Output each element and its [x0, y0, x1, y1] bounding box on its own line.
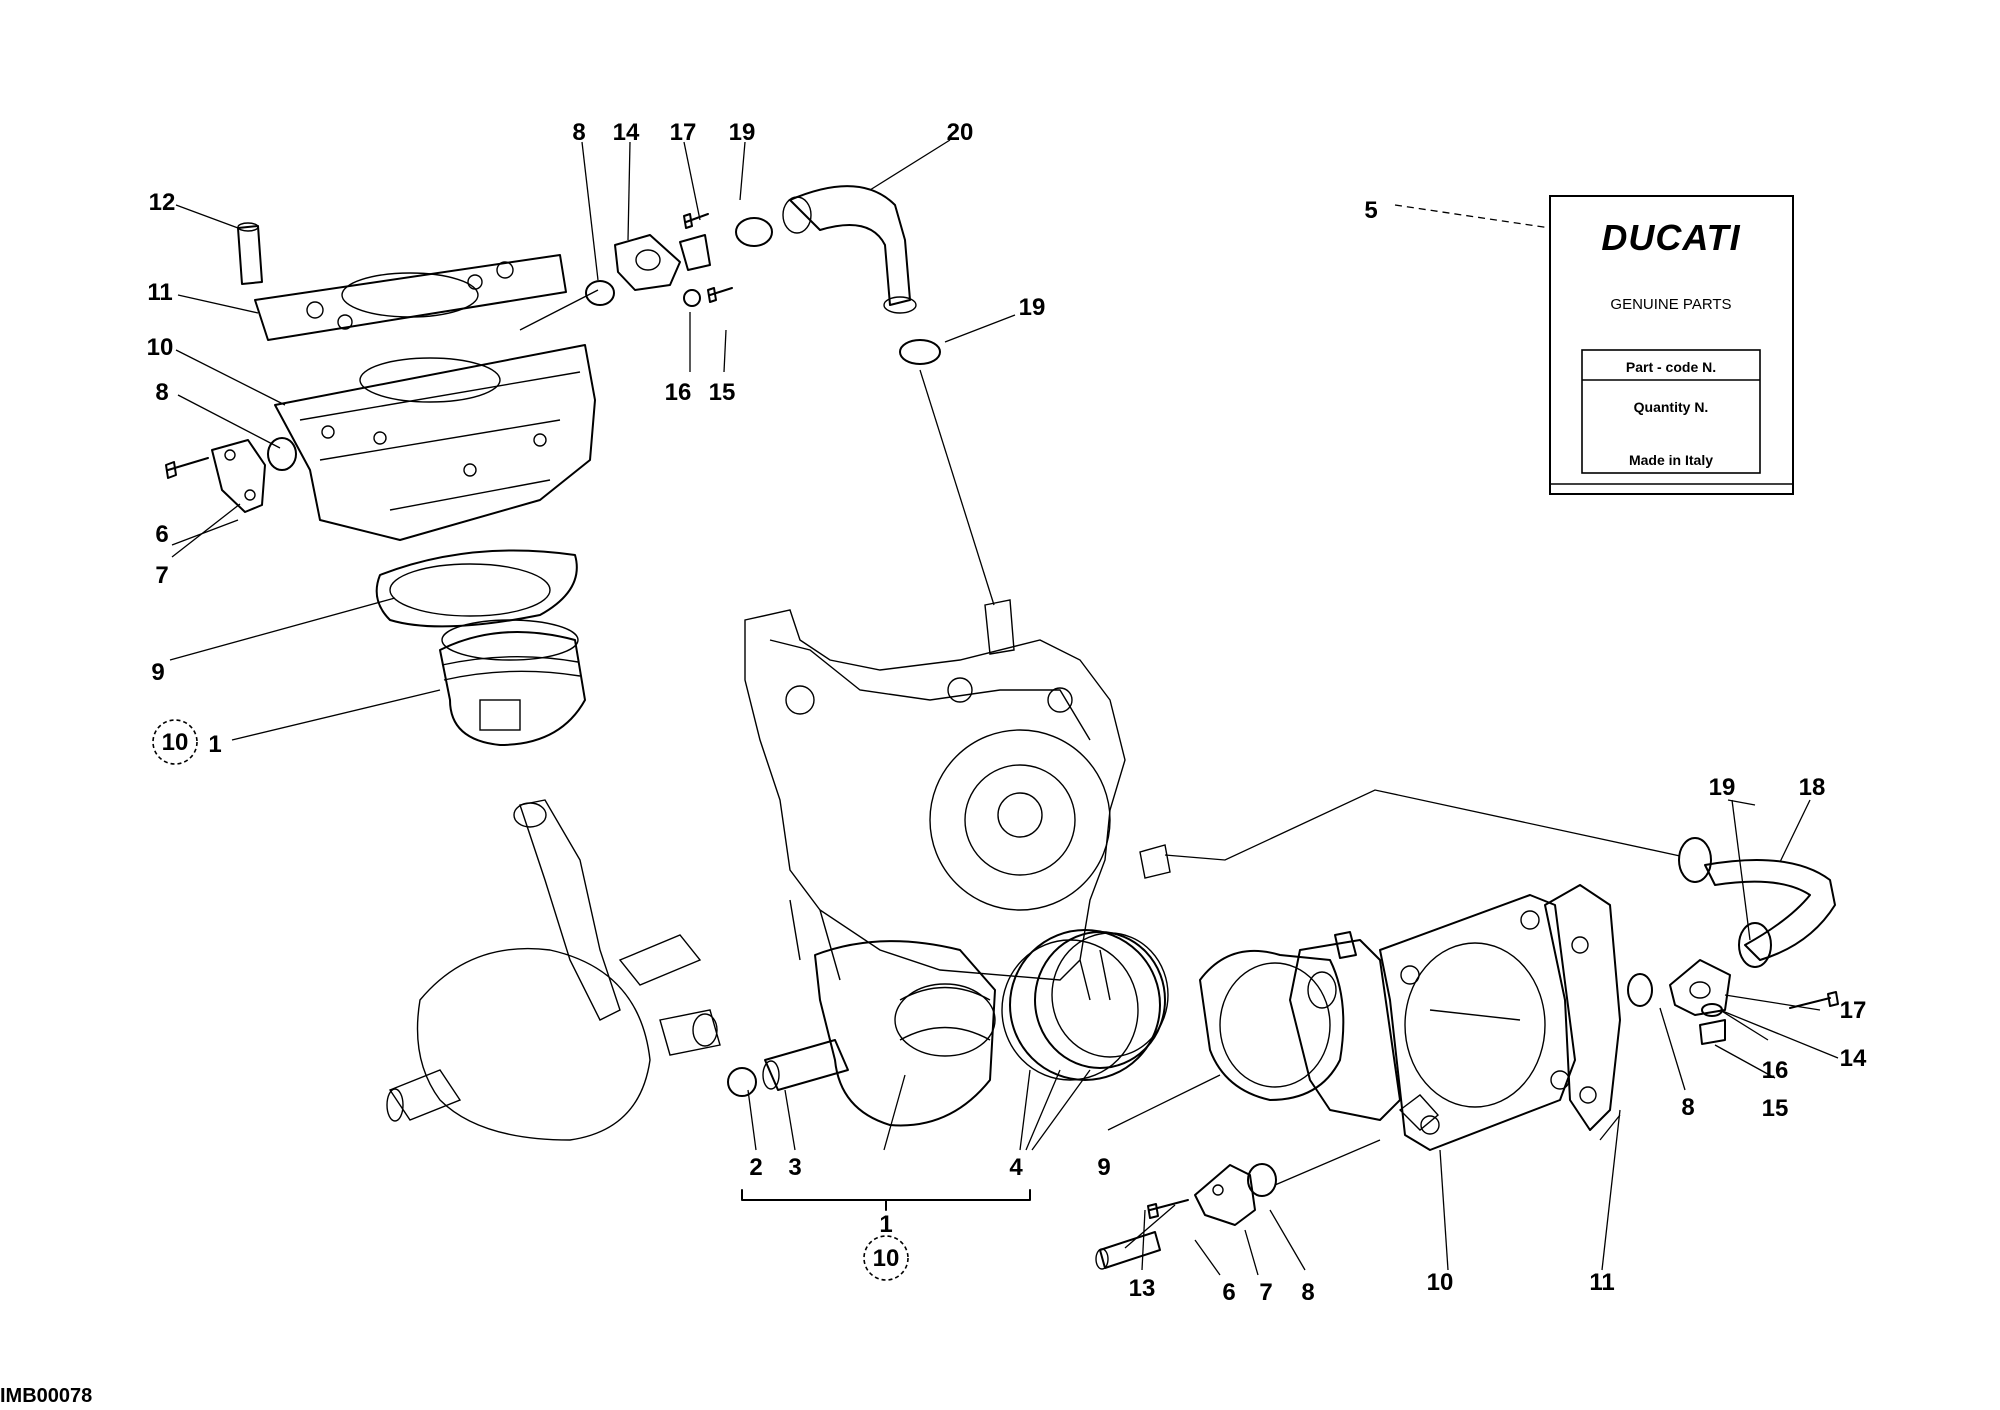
top-fittings-group: [585, 185, 941, 365]
label-10-circled-upper: 10: [162, 729, 189, 756]
label-14-top: 14: [613, 119, 640, 146]
label-19-upper-right: 19: [1019, 294, 1046, 321]
label-17-right: 17: [1840, 997, 1867, 1024]
part-labels: 12 11 10 8 6 7 9 10 1 8 14 17 19 20 19 1…: [147, 119, 1867, 1306]
tag-quantity: Quantity N.: [1634, 399, 1709, 415]
label-16-right: 16: [1762, 1057, 1789, 1084]
tag-origin: Made in Italy: [1629, 452, 1713, 468]
label-3: 3: [788, 1154, 801, 1181]
crankshaft-group: [386, 799, 721, 1141]
tag-part-code: Part - code N.: [1626, 359, 1716, 375]
label-15-top: 15: [709, 379, 736, 406]
label-2: 2: [749, 1154, 762, 1181]
bottom-piston-group: [727, 929, 1169, 1127]
label-18: 18: [1799, 774, 1826, 801]
label-8-right: 8: [1681, 1094, 1694, 1121]
right-cylinder-group: [1095, 837, 1839, 1270]
label-7-upper: 7: [155, 562, 168, 589]
label-11-lower: 11: [1589, 1269, 1614, 1296]
label-19-right: 19: [1709, 774, 1736, 801]
label-16-top: 16: [665, 379, 692, 406]
label-5: 5: [1364, 197, 1377, 224]
label-7-lower: 7: [1259, 1279, 1272, 1306]
upper-left-cylinder-group: [165, 222, 596, 746]
label-9-upper: 9: [151, 659, 164, 686]
label-13: 13: [1129, 1275, 1156, 1302]
label-10-upper: 10: [147, 334, 174, 361]
tag-subtitle: GENUINE PARTS: [1610, 296, 1731, 313]
label-4: 4: [1009, 1154, 1023, 1181]
qty-circle-lower: [863, 1235, 909, 1281]
label-20: 20: [947, 119, 974, 146]
label-9-lower: 9: [1097, 1154, 1110, 1181]
tag-brand: DUCATI: [1601, 217, 1740, 258]
label-1-upper: 1: [208, 731, 221, 758]
label-17-top: 17: [670, 119, 697, 146]
label-15-right: 15: [1762, 1095, 1789, 1122]
piston-kit-bracket: [741, 1189, 1031, 1201]
diagram-code: IMB00078: [0, 1385, 92, 1407]
label-14-right: 14: [1840, 1045, 1867, 1072]
leader-lines: [169, 139, 1839, 1276]
label-6-upper: 6: [155, 521, 168, 548]
label-6-lower: 6: [1222, 1279, 1235, 1306]
crankcase: [744, 599, 1171, 1001]
qty-circle-upper: [152, 719, 198, 765]
label-10-lower: 10: [1427, 1269, 1454, 1296]
label-11: 11: [147, 279, 172, 306]
label-8-upper-left: 8: [155, 379, 168, 406]
label-8-top: 8: [572, 119, 585, 146]
label-12: 12: [149, 189, 176, 216]
genuine-parts-tag: DUCATI GENUINE PARTS Part - code N. Quan…: [1549, 195, 1794, 495]
label-10-circled-lower: 10: [873, 1245, 900, 1272]
label-8-lower: 8: [1301, 1279, 1314, 1306]
label-1-lower: 1: [879, 1211, 892, 1238]
label-19-top: 19: [729, 119, 756, 146]
